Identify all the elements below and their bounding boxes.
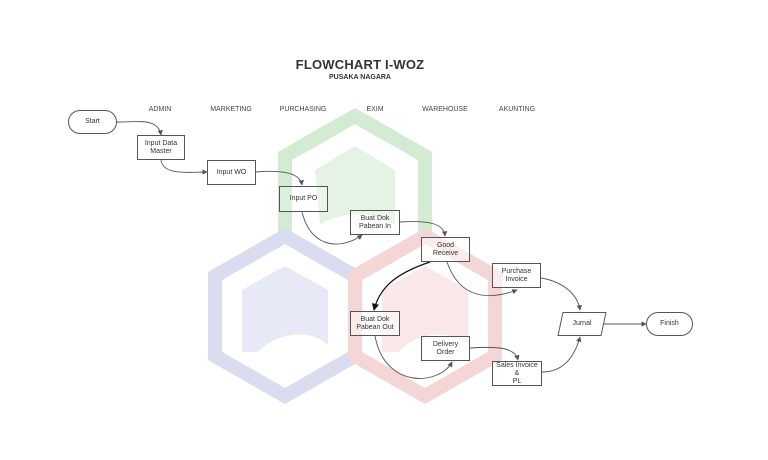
node-input-po-label: Input PO bbox=[289, 195, 318, 202]
watermark-hex-blue bbox=[208, 227, 362, 405]
node-sales-invoice-pl[interactable]: Sales Invoice & PL bbox=[492, 361, 542, 386]
node-good-receive[interactable]: Good Receive bbox=[421, 237, 470, 262]
edge-input-data-master-to-input-wo bbox=[160, 159, 208, 175]
lane-akunting: AKUNTING bbox=[498, 106, 536, 113]
edge-delivery-order-to-sales-invoice bbox=[469, 346, 520, 361]
watermark-hex-blue-inner bbox=[242, 266, 328, 352]
node-start-label: Start bbox=[85, 118, 100, 125]
node-input-wo-label: Input WO bbox=[216, 168, 247, 176]
node-buat-dok-pabean-out[interactable]: Buat Dok Pabean Out bbox=[350, 311, 400, 336]
node-input-po[interactable]: Input PO bbox=[279, 186, 328, 212]
edge-good-receive-to-pabean-out bbox=[371, 261, 431, 311]
node-input-wo[interactable]: Input WO bbox=[207, 160, 256, 185]
page-title: FLOWCHART I-WOZ bbox=[295, 57, 425, 72]
node-sales-invoice-pl-label: Sales Invoice & PL bbox=[496, 361, 538, 385]
node-purchase-invoice[interactable]: Purchase Invoice bbox=[492, 263, 541, 288]
page-subtitle: PUSAKA NAGARA bbox=[329, 74, 391, 81]
edge-start-to-input-data-master bbox=[116, 121, 163, 136]
node-buat-dok-pabean-in[interactable]: Buat Dok Pabean In bbox=[350, 210, 400, 235]
lane-exim: EXIM bbox=[366, 106, 384, 113]
node-buat-dok-pabean-in-label: Buat Dok Pabean In bbox=[359, 214, 391, 230]
edge-input-wo-to-input-po bbox=[255, 170, 304, 186]
watermark-hex-green bbox=[278, 107, 432, 285]
edge-pabean-out-to-delivery-order bbox=[374, 335, 453, 379]
lane-marketing: MARKETING bbox=[210, 106, 252, 113]
lane-warehouse: WAREHOUSE bbox=[422, 106, 468, 113]
node-purchase-invoice-label: Purchase Invoice bbox=[501, 267, 532, 283]
node-delivery-order[interactable]: Delivery Order bbox=[421, 336, 470, 361]
node-good-receive-label: Good Receive bbox=[432, 241, 459, 257]
edge-purchase-invoice-to-jurnal bbox=[540, 277, 583, 311]
node-delivery-order-label: Delivery Order bbox=[432, 340, 459, 356]
node-start[interactable]: Start bbox=[68, 110, 117, 134]
node-input-data-master[interactable]: Input Data Master bbox=[137, 135, 185, 160]
node-buat-dok-pabean-out-label: Buat Dok Pabean Out bbox=[356, 315, 394, 331]
node-finish[interactable]: Finish bbox=[646, 312, 693, 336]
edge-sales-invoice-to-jurnal bbox=[541, 336, 582, 373]
edge-pabean-in-to-good-receive bbox=[399, 221, 448, 237]
lane-admin: ADMIN bbox=[148, 106, 172, 113]
watermark-hex-red-inner bbox=[382, 266, 468, 352]
node-jurnal[interactable]: Jurnal bbox=[556, 312, 608, 336]
edge-input-po-to-pabean-in bbox=[301, 211, 363, 245]
node-jurnal-label: Jurnal bbox=[572, 320, 592, 327]
node-input-data-master-label: Input Data Master bbox=[144, 139, 178, 155]
node-finish-label: Finish bbox=[660, 320, 679, 327]
edge-good-receive-to-purchase-invoice bbox=[446, 261, 518, 296]
lane-purchasing: PURCHASING bbox=[279, 106, 327, 113]
watermark-hex-green-inner bbox=[315, 146, 395, 225]
